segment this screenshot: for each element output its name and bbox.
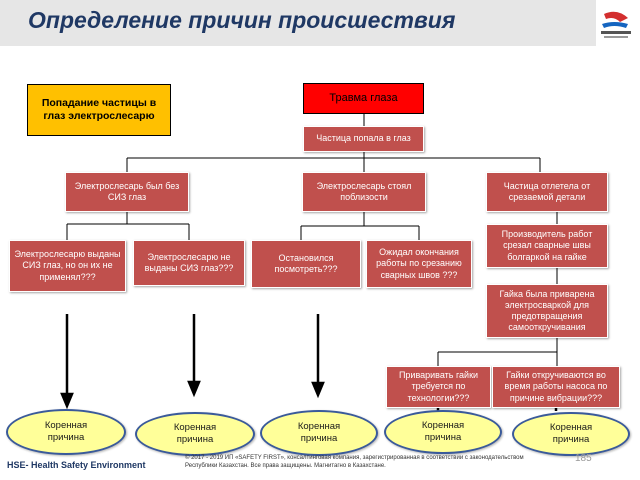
nut-welded-box: Гайка была приварена электросваркой для … bbox=[486, 284, 608, 338]
summary-box: Попадание частицы в глаз электрослесарю bbox=[27, 84, 171, 136]
nearby-box: Электрослесарь стоял поблизости bbox=[302, 172, 426, 212]
header-band bbox=[0, 0, 596, 46]
tech-weld-box: Приваривать гайки требуется по технологи… bbox=[386, 366, 491, 408]
vibration-box: Гайки откручиваются во время работы насо… bbox=[492, 366, 620, 408]
ppe-not-issued-box: Электрослесарю не выданы СИЗ глаз??? bbox=[133, 240, 245, 286]
footer-hse-label: HSE- Health Safety Environment bbox=[7, 460, 146, 470]
page-number: 185 bbox=[575, 453, 592, 464]
stopped-to-look-box: Остановился посмотреть??? bbox=[251, 240, 361, 288]
event-box: Травма глаза bbox=[303, 83, 424, 114]
particle-box: Частица попала в глаз bbox=[303, 126, 424, 152]
page-title: Определение причин происшествия bbox=[28, 7, 456, 33]
ppe-not-used-box: Электрослесарю выданы СИЗ глаз, но он их… bbox=[9, 240, 126, 292]
no-ppe-box: Электрослесарь был без СИЗ глаз bbox=[65, 172, 189, 212]
foreman-cut-box: Производитель работ срезал сварные швы б… bbox=[486, 224, 608, 268]
waiting-end-box: Ожидал окончания работы по срезанию свар… bbox=[366, 240, 472, 288]
footer-copyright: © 2017 - 2019 ИП «SAFETY FIRST», консалт… bbox=[185, 455, 524, 469]
root-cause-ellipse: Коренная причина bbox=[260, 410, 378, 456]
root-cause-ellipse: Коренная причина bbox=[135, 412, 255, 456]
root-cause-ellipse: Коренная причина bbox=[384, 410, 502, 454]
root-cause-ellipse: Коренная причина bbox=[6, 409, 126, 455]
root-cause-ellipse: Коренная причина bbox=[512, 412, 630, 456]
detail-box: Частица отлетела от срезаемой детали bbox=[486, 172, 608, 212]
safety-first-logo-icon bbox=[601, 11, 631, 38]
